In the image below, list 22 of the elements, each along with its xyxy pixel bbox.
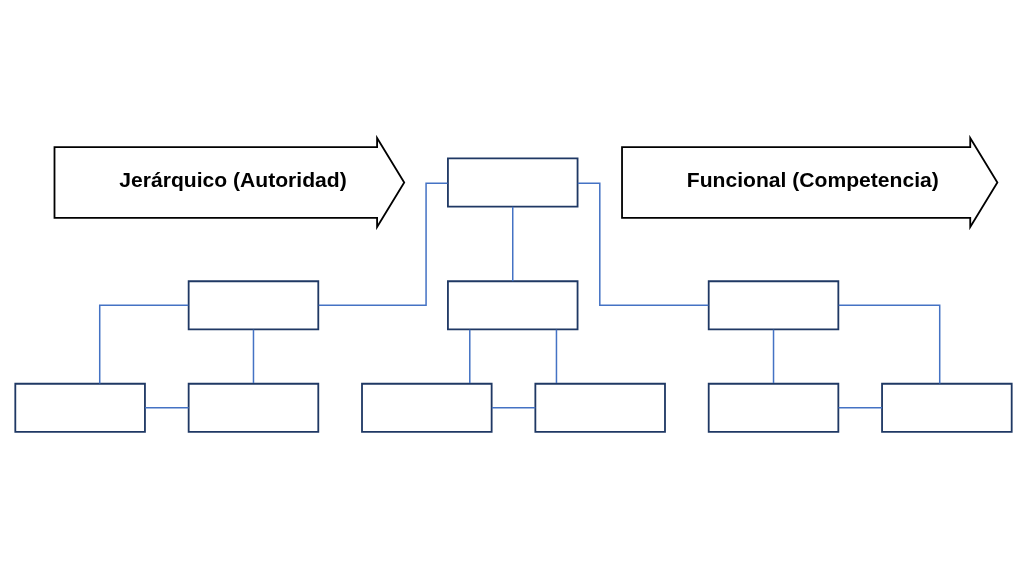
connector bbox=[577, 182, 710, 306]
node-box bbox=[14, 382, 146, 433]
node-box bbox=[187, 279, 320, 330]
node-box bbox=[447, 279, 579, 330]
node-box bbox=[534, 382, 666, 433]
node-box bbox=[447, 156, 579, 208]
connector bbox=[772, 328, 775, 384]
connector bbox=[555, 328, 558, 384]
connector bbox=[317, 182, 449, 306]
node-box bbox=[707, 382, 840, 433]
connector bbox=[491, 406, 537, 409]
connector bbox=[144, 406, 190, 409]
connector bbox=[837, 406, 883, 409]
connector bbox=[252, 328, 255, 384]
connector bbox=[469, 328, 471, 384]
node-box bbox=[361, 382, 493, 433]
connector bbox=[837, 304, 941, 384]
connector bbox=[512, 205, 514, 282]
connector bbox=[98, 304, 190, 384]
node-box bbox=[881, 382, 1013, 433]
node-box bbox=[187, 382, 320, 433]
node-box bbox=[707, 279, 840, 330]
